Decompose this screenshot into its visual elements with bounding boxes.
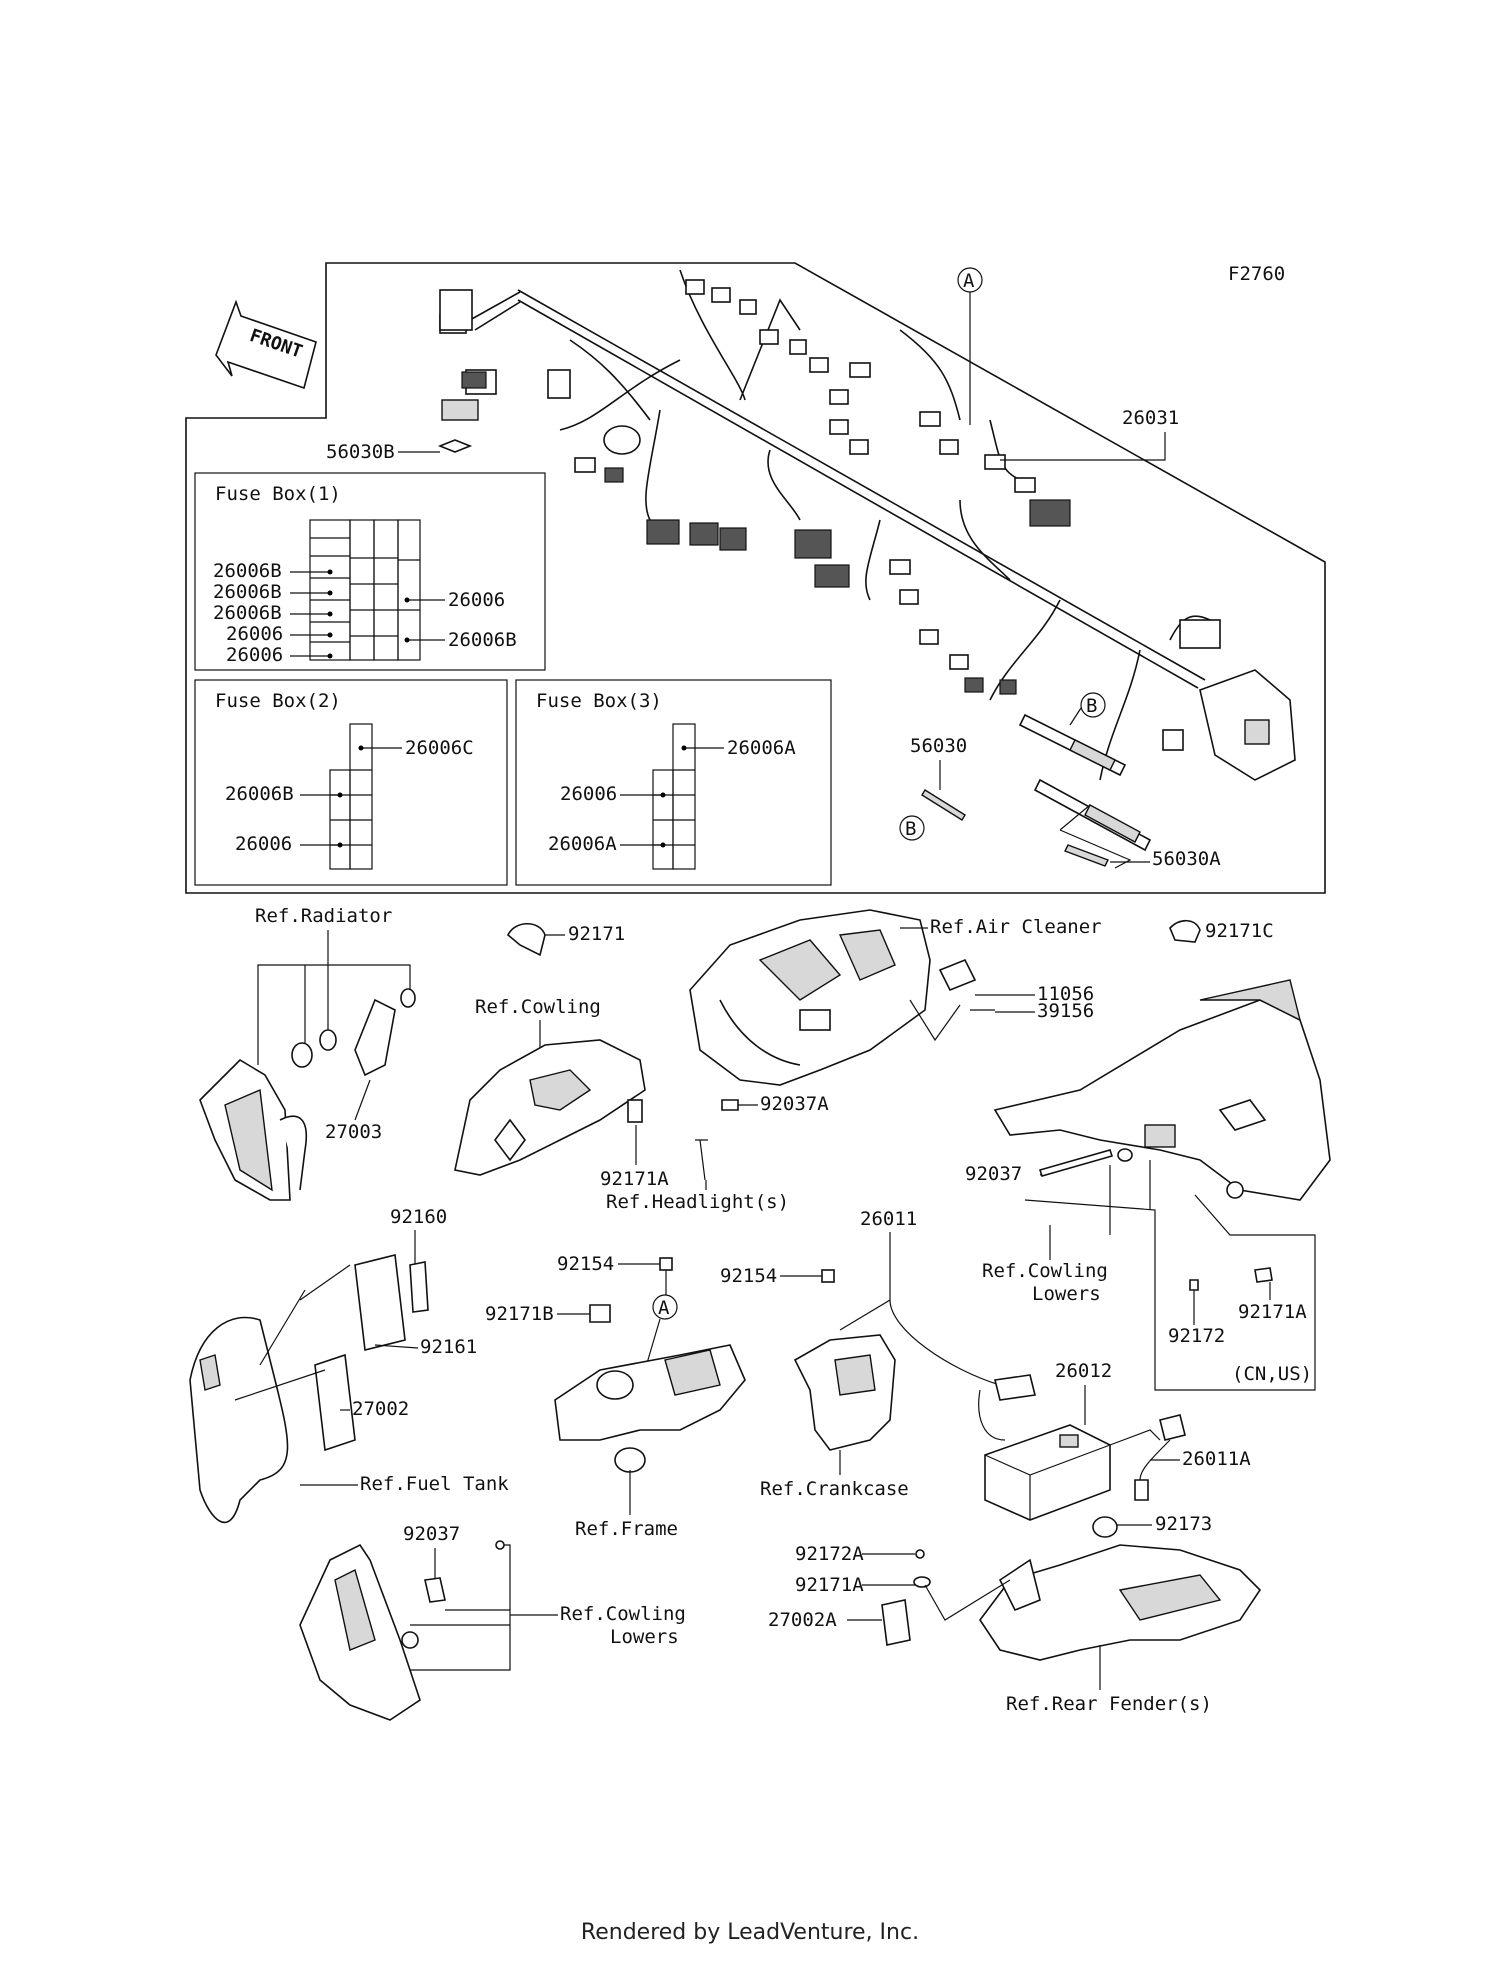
callout-b-left: B <box>899 815 925 841</box>
svg-text:A: A <box>658 1297 670 1319</box>
front-arrow-icon: FRONT <box>215 299 317 390</box>
label-ref-cowling-lowers-left-1: Ref.Cowling <box>560 1603 686 1625</box>
fuel-tank <box>189 1316 289 1524</box>
svg-text:26006B: 26006B <box>213 602 282 624</box>
svg-text:26006B: 26006B <box>213 581 282 603</box>
air-cleaner <box>689 909 931 1086</box>
fuse-box-3-title: Fuse Box(3) <box>536 690 662 712</box>
label-56030B: 56030B <box>326 441 395 463</box>
radiator-part <box>199 988 416 1201</box>
label-27003: 27003 <box>325 1121 382 1143</box>
svg-text:26006: 26006 <box>448 589 505 611</box>
label-56030: 56030 <box>910 735 967 757</box>
main-wiring-harness <box>439 269 1296 781</box>
fuse-box-1: Fuse Box(1) 26006B 26006B 26006B 26006 2… <box>194 472 546 671</box>
label-92160: 92160 <box>390 1206 447 1228</box>
ecu-unit <box>314 1254 406 1452</box>
label-26012: 26012 <box>1055 1360 1112 1382</box>
footer-credit: Rendered by LeadVenture, Inc. <box>580 1920 920 1945</box>
label-ref-headlight: Ref.Headlight(s) <box>606 1191 789 1213</box>
cowling-bracket <box>454 1039 646 1176</box>
label-92037A: 92037A <box>760 1093 829 1115</box>
label-92173: 92173 <box>1155 1513 1212 1535</box>
label-92171B: 92171B <box>485 1303 554 1325</box>
label-92172A: 92172A <box>795 1543 864 1565</box>
clip-92171 <box>507 922 546 957</box>
label-ref-air-cleaner: Ref.Air Cleaner <box>930 916 1102 938</box>
figure-code: F2760 <box>1228 263 1285 285</box>
svg-text:26006A: 26006A <box>548 833 617 855</box>
label-92171: 92171 <box>568 923 625 945</box>
label-92171A-inset: 92171A <box>1238 1301 1307 1323</box>
svg-text:26006: 26006 <box>560 783 617 805</box>
label-26031: 26031 <box>1122 407 1179 429</box>
svg-text:B: B <box>905 818 916 840</box>
label-ref-fuel-tank: Ref.Fuel Tank <box>360 1473 509 1495</box>
label-92154-right: 92154 <box>720 1265 777 1287</box>
label-27002: 27002 <box>352 1398 409 1420</box>
label-11056: 11056 <box>1037 983 1094 1005</box>
rear-fender <box>979 1544 1262 1661</box>
label-92171A-left: 92171A <box>600 1168 669 1190</box>
label-ref-cowling-lowers-left-2: Lowers <box>610 1626 679 1648</box>
svg-text:26006B: 26006B <box>213 560 282 582</box>
fuse-box-2: Fuse Box(2) 26006C 26006B 26006 <box>194 679 508 886</box>
label-cn-us: (CN,US) <box>1232 1363 1312 1385</box>
fuse-box-2-title: Fuse Box(2) <box>215 690 341 712</box>
cowling-right <box>993 979 1331 1201</box>
svg-text:26006: 26006 <box>226 623 283 645</box>
clamp-92173 <box>1092 1516 1118 1538</box>
fuse-box-3: Fuse Box(3) 26006A 26006 26006A <box>515 679 832 886</box>
svg-text:A: A <box>963 270 975 292</box>
label-92154-left: 92154 <box>557 1253 614 1275</box>
battery <box>984 1424 1111 1521</box>
label-ref-rear-fender: Ref.Rear Fender(s) <box>1006 1693 1212 1715</box>
frame-part <box>554 1344 746 1473</box>
clip-92171C <box>1169 919 1201 943</box>
cowling-left <box>299 1543 421 1721</box>
label-92171C: 92171C <box>1205 920 1274 942</box>
svg-text:26006: 26006 <box>226 644 283 666</box>
fuse-box-1-title: Fuse Box(1) <box>215 483 341 505</box>
label-ref-crankcase: Ref.Crankcase <box>760 1478 909 1500</box>
label-ref-cowling-lowers-right-1: Ref.Cowling <box>982 1260 1108 1282</box>
svg-text:26006B: 26006B <box>448 629 517 651</box>
svg-text:26006A: 26006A <box>727 737 796 759</box>
label-26011: 26011 <box>860 1208 917 1230</box>
label-92037-right: 92037 <box>965 1163 1022 1185</box>
label-92171A-bottom: 92171A <box>795 1574 864 1596</box>
label-39156: 39156 <box>1037 1000 1094 1022</box>
label-27002A: 27002A <box>768 1609 837 1631</box>
cn-us-inset-frame <box>1154 1194 1316 1391</box>
harness-panel-frame <box>185 262 1326 894</box>
label-92172: 92172 <box>1168 1325 1225 1347</box>
callout-b-right: B <box>1069 692 1106 726</box>
label-ref-radiator: Ref.Radiator <box>255 905 392 927</box>
svg-text:26006B: 26006B <box>225 783 294 805</box>
svg-text:26006: 26006 <box>235 833 292 855</box>
label-56030A: 56030A <box>1152 848 1221 870</box>
label-ref-cowling: Ref.Cowling <box>475 996 601 1018</box>
label-ref-cowling-lowers-right-2: Lowers <box>1032 1283 1101 1305</box>
callout-a-top: A <box>957 267 983 425</box>
svg-text:B: B <box>1086 695 1097 717</box>
label-92037-left: 92037 <box>403 1523 460 1545</box>
svg-text:26006C: 26006C <box>405 737 474 759</box>
label-92161: 92161 <box>420 1336 477 1358</box>
label-ref-frame: Ref.Frame <box>575 1518 678 1540</box>
crankcase <box>793 1334 896 1451</box>
label-26011A: 26011A <box>1182 1448 1251 1470</box>
